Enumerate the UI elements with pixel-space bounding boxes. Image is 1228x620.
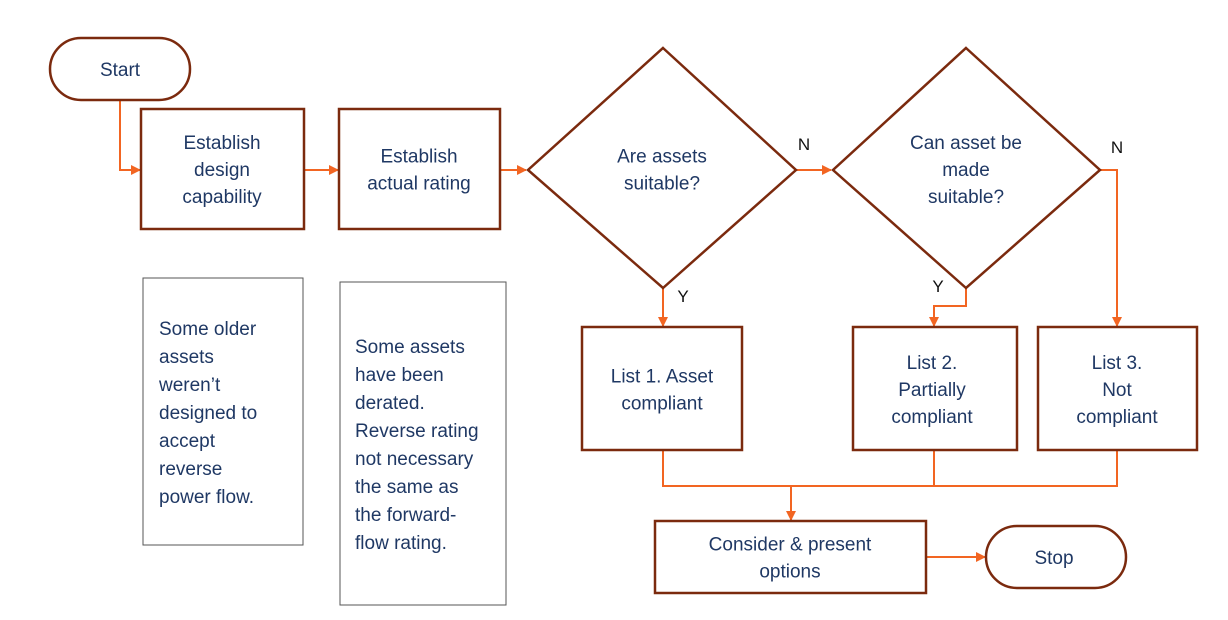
- assets-suitable-diamond: [526, 46, 798, 290]
- derated-line: derated.: [355, 393, 425, 414]
- design-line: Establish: [183, 133, 260, 154]
- note-derated-assets-box: [339, 281, 507, 606]
- list-1-shape: [580, 325, 744, 452]
- consider-present-options-shape: [653, 519, 928, 595]
- list3-line: Not: [1102, 380, 1132, 401]
- older_assets-line: Some older: [159, 319, 257, 340]
- suitable-line: Are assets: [617, 147, 707, 168]
- establish-actual-rating-text: Establish actual rating: [367, 147, 471, 195]
- stop-line: Stop: [1034, 548, 1073, 569]
- note-derated-assets: Some assets have been derated. Reverse rati…: [339, 281, 507, 606]
- list2-line: List 2.: [907, 353, 958, 374]
- list-1-node: List 1. Asset compliant: [580, 325, 744, 452]
- connector-made-suitable-yes: [929, 288, 967, 327]
- made_suitable-line: made: [942, 160, 990, 181]
- consider-line: options: [759, 562, 820, 583]
- made_suitable-line: suitable?: [928, 187, 1004, 208]
- connectors: [119, 100, 1122, 562]
- assets-suitable-decision: Are assets suitable?: [526, 46, 798, 290]
- consider-present-options-node: Consider & present options: [653, 519, 928, 595]
- list-3-text: List 3. Not compliant: [1076, 353, 1158, 428]
- actual-line: Establish: [380, 147, 457, 168]
- note-older-assets-text: Some older assets weren’t designed to accept…: [158, 319, 257, 508]
- asset-made-suitable-decision: Can asset be made suitable?: [831, 46, 1102, 290]
- label-made-suitable-no: N: [1111, 138, 1123, 157]
- establish-design-capability-shape: [139, 107, 306, 231]
- consider-line: Consider & present: [709, 535, 872, 556]
- consider-present-options-text: Consider & present options: [709, 535, 872, 583]
- start-terminal-shape: [48, 36, 192, 102]
- derated-line: Reverse rating: [355, 421, 479, 442]
- list2-line: compliant: [891, 407, 973, 428]
- derated-line: the forward-: [355, 505, 456, 526]
- connector-start-to-design: [119, 100, 141, 175]
- list-2-node: List 2. Partially compliant: [851, 325, 1019, 452]
- actual-line: actual rating: [367, 174, 471, 195]
- derated-line: flow rating.: [355, 533, 447, 554]
- stop-node: Stop: [984, 524, 1128, 590]
- list-3-shape: [1036, 325, 1199, 452]
- design-line: capability: [182, 187, 262, 208]
- label-suitable-yes: Y: [677, 287, 688, 306]
- older_assets-line: designed to: [159, 403, 257, 424]
- list-2-text: List 2. Partially compliant: [891, 353, 973, 428]
- list2-line: Partially: [898, 380, 966, 401]
- list-2-shape: [851, 325, 1019, 452]
- list-1-text: List 1. Asset compliant: [611, 367, 714, 415]
- start-node-text: Start: [100, 60, 141, 81]
- older_assets-line: accept: [159, 431, 216, 452]
- connector-lists-merge: [662, 450, 1118, 487]
- edge-labels: N Y Y N: [677, 135, 1123, 306]
- note-older-assets: Some older assets weren’t designed to accept…: [142, 277, 304, 546]
- establish-actual-rating-shape: [337, 107, 502, 231]
- start-node: Start: [48, 36, 192, 102]
- older_assets-line: reverse: [159, 459, 222, 480]
- list-3-node: List 3. Not compliant: [1036, 325, 1199, 452]
- list1-line: compliant: [621, 394, 703, 415]
- list3-line: List 3.: [1092, 353, 1143, 374]
- list3-line: compliant: [1076, 407, 1158, 428]
- note-derated-assets-text: Some assets have been derated. Reverse rati…: [355, 337, 479, 554]
- establish-actual-rating-node: Establish actual rating: [337, 107, 502, 231]
- note-older-assets-box: [142, 277, 304, 546]
- older_assets-line: assets: [159, 347, 214, 368]
- asset-made-suitable-text: Can asset be made suitable?: [910, 133, 1022, 208]
- stop-terminal-shape: [984, 524, 1128, 590]
- connector-made-suitable-no: [1100, 169, 1122, 327]
- list1-line: List 1. Asset: [611, 367, 714, 388]
- establish-design-capability-node: Establish design capability: [139, 107, 306, 231]
- made_suitable-line: Can asset be: [910, 133, 1022, 154]
- asset-made-suitable-diamond: [831, 46, 1102, 290]
- label-made-suitable-yes: Y: [932, 277, 943, 296]
- derated-line: not necessary: [355, 449, 474, 470]
- older_assets-line: power flow.: [159, 487, 254, 508]
- establish-design-capability-text: Establish design capability: [182, 133, 262, 208]
- start-line: Start: [100, 60, 141, 81]
- label-suitable-no: N: [798, 135, 810, 154]
- derated-line: Some assets: [355, 337, 465, 358]
- suitable-line: suitable?: [624, 174, 700, 195]
- assets-suitable-text: Are assets suitable?: [617, 147, 707, 195]
- derated-line: the same as: [355, 477, 459, 498]
- derated-line: have been: [355, 365, 444, 386]
- design-line: design: [194, 160, 250, 181]
- older_assets-line: weren’t: [158, 375, 221, 396]
- stop-node-text: Stop: [1034, 548, 1073, 569]
